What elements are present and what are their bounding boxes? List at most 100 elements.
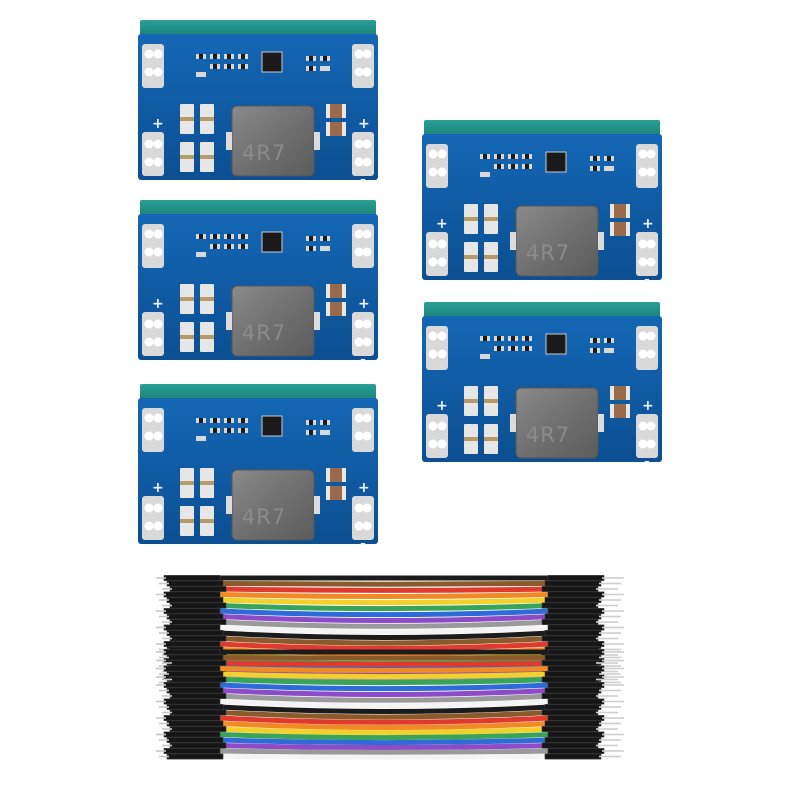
connector-housing-right [547, 731, 605, 738]
connector-pin-right [596, 670, 618, 673]
connector-pin-left [156, 676, 166, 678]
connector-pin-right [596, 744, 618, 747]
connector-housing-left [169, 619, 227, 625]
connector-pin-left [159, 582, 169, 585]
connector-pin-right [602, 676, 624, 678]
connector-pin-left [159, 656, 169, 659]
connector-housing-right [541, 726, 599, 732]
jumper-wire [217, 592, 553, 600]
connector-housing-right [547, 682, 605, 688]
connector-pin-right [599, 722, 621, 725]
connector-housing-left [166, 753, 224, 760]
jumper-wire [217, 630, 553, 640]
connector-housing-left [166, 597, 224, 603]
connector-housing-left [163, 665, 221, 672]
connector-pin-left [162, 588, 172, 590]
connector-housing-left [169, 602, 227, 609]
connector-housing-right [541, 660, 599, 666]
connector-pin-right [596, 728, 618, 730]
connector-pin-right [602, 717, 624, 719]
connector-housing-left [169, 709, 227, 716]
connector-housing-right [541, 635, 599, 642]
connector-pin-left [159, 673, 169, 675]
connector-housing-right [541, 586, 599, 592]
jumper-wire [217, 586, 553, 593]
connector-housing-right [541, 742, 599, 749]
connector-pin-right [596, 654, 618, 656]
inductor-marking: 4R7 [526, 241, 570, 265]
jumper-wire [217, 641, 553, 651]
connector-pin-right [602, 651, 624, 653]
connector-pin-right [599, 673, 621, 675]
jumper-wire [217, 748, 553, 755]
connector-pin-right [602, 593, 624, 596]
connector-housing-left [166, 687, 224, 694]
connector-pin-left [162, 621, 172, 623]
connector-pin-right [596, 621, 618, 623]
connector-housing-left [163, 649, 221, 655]
pcb-board-1: 4R7 [137, 19, 379, 189]
connector-housing-right [547, 624, 605, 631]
pcb-board-4: 4R7 [421, 119, 663, 289]
connector-housing-right [544, 720, 602, 727]
connector-housing-left [163, 624, 221, 631]
inductor-marking: 4R7 [242, 505, 286, 529]
jumper-wire [217, 732, 553, 741]
connector-housing-right [544, 687, 602, 694]
connector-pin-left [156, 610, 166, 612]
connector-housing-left [163, 698, 221, 705]
connector-housing-left [166, 580, 224, 587]
connector-housing-left [166, 613, 224, 620]
connector-pin-right [602, 733, 624, 736]
jumper-wire [217, 669, 553, 677]
inductor-marking: 4R7 [242, 141, 286, 165]
connector-housing-right [547, 698, 605, 705]
connector-housing-right [547, 575, 605, 581]
jumper-wire [217, 743, 553, 751]
pcb-board-2: 4R7 [137, 199, 379, 369]
connector-pin-left [156, 750, 166, 752]
connector-housing-right [544, 671, 602, 677]
jumper-wire [217, 726, 553, 736]
connector-housing-left [163, 682, 221, 688]
connector-housing-right [541, 693, 599, 699]
connector-pin-left [156, 651, 166, 653]
connector-pin-right [596, 678, 618, 681]
jumper-wire [217, 608, 553, 618]
jumper-wire [217, 597, 553, 606]
jumper-wire [217, 677, 553, 686]
jumper-wire [217, 715, 553, 725]
connector-pin-left [162, 744, 172, 747]
connector-pin-left [156, 626, 166, 629]
connector-pin-right [599, 755, 621, 758]
connector-housing-right [547, 649, 605, 655]
connector-housing-right [547, 591, 605, 598]
connector-pin-left [162, 662, 172, 664]
connector-housing-left [169, 726, 227, 732]
connector-pin-right [596, 711, 618, 714]
connector-pin-left [159, 599, 169, 601]
jumper-wire [217, 737, 553, 746]
connector-housing-right [547, 748, 605, 754]
jumper-wire [217, 660, 553, 667]
connector-pin-right [599, 648, 621, 651]
connector-housing-right [544, 597, 602, 603]
connector-pin-left [156, 577, 166, 579]
connector-pin-right [602, 684, 624, 686]
pcb-board-3: 4R7 [137, 383, 379, 553]
connector-pin-right [599, 739, 621, 741]
jumper-wire [217, 704, 553, 714]
connector-housing-right [541, 602, 599, 609]
jumper-wire [217, 581, 553, 587]
jumper-wire [217, 710, 553, 720]
jumper-wire [217, 636, 553, 646]
connector-pin-left [162, 711, 172, 714]
connector-housing-left [166, 704, 224, 710]
inductor-marking: 4R7 [526, 423, 570, 447]
connector-pin-right [599, 656, 621, 659]
connector-housing-left [166, 720, 224, 727]
connector-pin-right [602, 659, 624, 662]
connector-pin-left [156, 717, 166, 719]
connector-pin-left [162, 678, 172, 681]
